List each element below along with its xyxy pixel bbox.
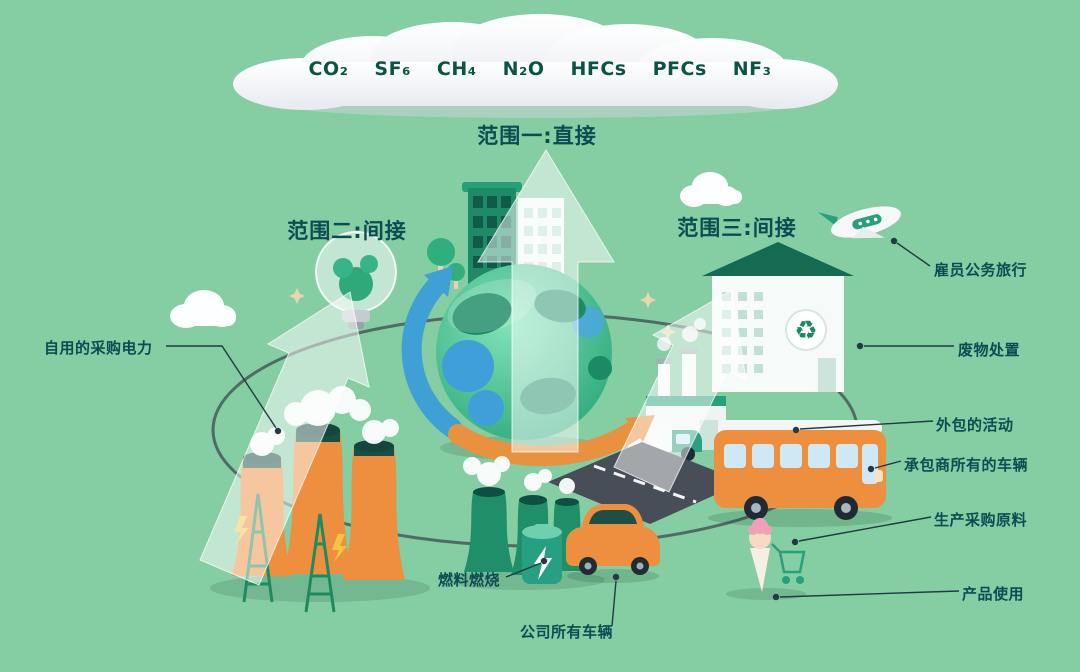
gas-n2o: N₂O bbox=[502, 58, 545, 80]
gas-cloud bbox=[233, 14, 838, 118]
scope3-arrow bbox=[613, 289, 747, 493]
recycling-building: ♻ bbox=[702, 242, 854, 392]
callout-fuel-combustion: 燃料燃烧 bbox=[438, 571, 501, 589]
callout-waste-disposal: 废物处置 bbox=[958, 341, 1021, 359]
decorative-cloud-left bbox=[170, 290, 236, 328]
bus-icon bbox=[708, 420, 892, 527]
scope3-title: 范围三:间接 bbox=[677, 216, 797, 240]
gas-co2: CO₂ bbox=[308, 58, 349, 80]
greenhouse-gas-list: CO₂ SF₆ CH₄ N₂O HFCs PFCs NF₃ bbox=[240, 58, 840, 80]
callout-contractor-vehicles: 承包商所有的车辆 bbox=[904, 456, 1029, 474]
gas-pfcs: PFCs bbox=[652, 58, 707, 80]
leader-dots bbox=[274, 237, 898, 601]
shopper-with-cart bbox=[726, 518, 806, 600]
battery-icon bbox=[522, 524, 562, 584]
decorative-cloud-right bbox=[680, 172, 742, 207]
gas-ch4: CH₄ bbox=[436, 58, 477, 80]
scope1-title: 范围一:直接 bbox=[477, 124, 597, 148]
cycle-arrow-teal bbox=[401, 266, 462, 438]
scope2-arrow bbox=[199, 291, 370, 586]
scope-arrows bbox=[199, 149, 747, 586]
callout-product-use: 产品使用 bbox=[962, 585, 1025, 603]
callout-purchased-electricity: 自用的采购电力 bbox=[44, 339, 153, 357]
eco-bulb-icon bbox=[315, 231, 397, 329]
gas-hfcs: HFCs bbox=[570, 58, 627, 80]
callout-employee-travel: 雇员公务旅行 bbox=[934, 261, 1028, 279]
road bbox=[548, 442, 744, 524]
recycle-icon: ♻ bbox=[794, 316, 817, 346]
callout-production-materials: 生产采购原料 bbox=[934, 511, 1028, 529]
airplane-icon bbox=[817, 206, 901, 239]
scope1-arrow bbox=[477, 149, 615, 453]
shopping-cart-icon bbox=[771, 543, 806, 574]
scope2-title: 范围二:间接 bbox=[287, 219, 407, 243]
gas-sf6: SF₆ bbox=[374, 58, 411, 80]
leader-lines bbox=[166, 242, 960, 627]
callout-company-vehicles: 公司所有车辆 bbox=[520, 623, 614, 641]
callout-outsourced-activities: 外包的活动 bbox=[936, 416, 1014, 434]
gas-nf3: NF₃ bbox=[732, 58, 772, 80]
